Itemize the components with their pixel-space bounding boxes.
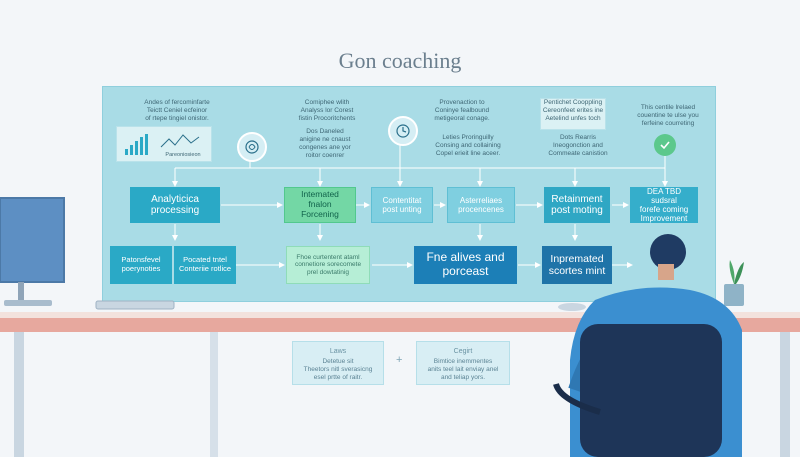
page-title: Gon coaching: [338, 48, 462, 73]
box-analytics-processing: Analyticica processing: [130, 187, 220, 223]
note-provenance: Provenaction to Coninye fealbound metige…: [434, 99, 490, 122]
box-content-comment: Fhoe curtentent ataml connetiore sorecom…: [286, 246, 370, 284]
card-laws: Laws Detetue sit Theetors nitl sverasicn…: [292, 341, 384, 385]
card-cegirt: Cegirt Bimtice inemmentes anits teel lai…: [416, 341, 510, 385]
box-alives-forecast: Fne alives and porceast: [414, 246, 517, 284]
monitor-screen: [0, 198, 64, 282]
line-chart-icon: [160, 134, 200, 148]
note-coupling: Pentichet Cooppling Cereonfeet erites in…: [540, 98, 606, 130]
mini-chart-pad: Pareoniosieon: [116, 126, 212, 162]
monitor-stand: [18, 282, 24, 300]
bar-chart-icon: [125, 134, 148, 155]
check-icon: [654, 134, 676, 156]
chair: [553, 324, 722, 457]
brain-icon: [237, 132, 267, 162]
box-potential: Patonsfevel poerynoties: [110, 246, 172, 284]
card-laws-body: Detetue sit Theetors nitl sverasicng ese…: [303, 358, 373, 381]
box-content-posting: Contentitat post unting: [371, 187, 433, 223]
card-cegirt-title: Cegirt: [453, 348, 473, 355]
box-retainment: Retainment post moting: [544, 187, 610, 223]
box-procedures: Asterreliaes procencenes: [447, 187, 515, 223]
plus-sign: +: [396, 354, 403, 366]
card-laws-title: Laws: [329, 348, 347, 355]
note-details: Dos Daneled anigine ne cnaust congenes a…: [299, 128, 351, 159]
box-scores-mint: Inpremated scortes mint: [542, 246, 612, 284]
mouse: [558, 303, 586, 311]
box-improvement: DEA TBD sudsral forefe coming Improvemen…: [630, 187, 698, 223]
keyboard: [95, 300, 175, 310]
note-coaching: This centile lrelaed couentine te ulse y…: [637, 104, 699, 127]
plant-pot: [724, 284, 744, 306]
box-intemated-fnalon: Intemated fnalon Forcening: [284, 187, 356, 223]
card-cegirt-body: Bimtice inemmentes anits teel lait envia…: [427, 358, 499, 381]
note-leties: Leties Proringuilly Consing and collaini…: [435, 134, 501, 157]
note-analysis: Andes of fercominfarte Teictt Ceniel ecf…: [144, 99, 210, 122]
note-compliance: Comiphee wlith Analyss lor Corest fistin…: [298, 99, 356, 122]
clock-icon: [388, 116, 418, 146]
mini-chart-label: Pareoniosieon: [165, 152, 201, 158]
box-located: Pocated tntel Conteriie rotlice: [174, 246, 236, 284]
note-dots: Dots Rearris Ineogonction and Commeate c…: [548, 134, 608, 157]
